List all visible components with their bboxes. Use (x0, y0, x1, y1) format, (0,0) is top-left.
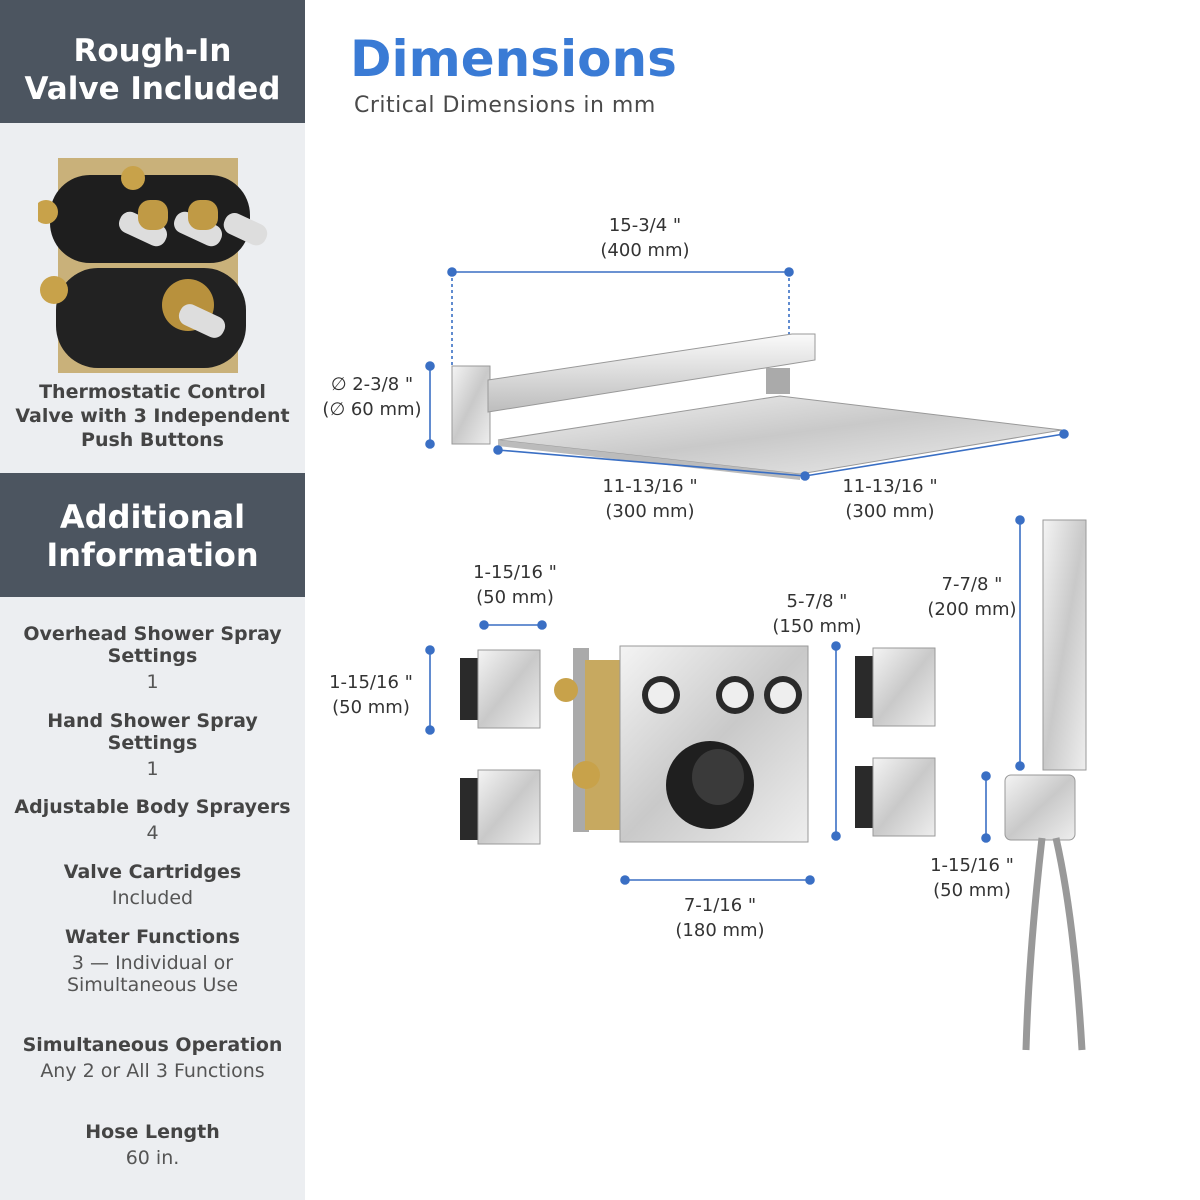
info-valve-cartridges: Valve Cartridges Included (0, 861, 305, 909)
info-overhead-spray: Overhead Shower Spray Settings 1 (0, 623, 305, 693)
dim-arm-length: 15-3/4 " (400 mm) (570, 213, 720, 263)
additional-info-heading-line1: Additional (59, 498, 246, 536)
dim-mm: (50 mm) (332, 697, 410, 718)
info-value: 3 — Individual or (71, 952, 234, 974)
dimension-lines (425, 267, 1069, 885)
dim-mm: (∅ 60 mm) (322, 399, 422, 420)
info-value: 1 (146, 671, 159, 693)
sidebar: Rough-In Valve Included Thermostatic Con… (0, 0, 305, 1200)
info-value: Any 2 or All 3 Functions (40, 1060, 265, 1082)
dim-mm: (150 mm) (772, 616, 862, 637)
dim-inch: 5-7/8 " (786, 591, 848, 612)
dim-plate-width: 7-1/16 " (180 mm) (650, 893, 790, 943)
info-label: Hand Shower Spray (47, 710, 258, 732)
valve-caption-line3: Push Buttons (81, 429, 224, 451)
dim-mm: (180 mm) (675, 920, 765, 941)
valve-caption-line1: Thermostatic Control (39, 381, 266, 403)
page-subtitle: Critical Dimensions in mm (354, 93, 656, 118)
dim-mm: (400 mm) (600, 240, 690, 261)
dim-inch: 15-3/4 " (608, 215, 682, 236)
dim-mm: (50 mm) (933, 880, 1011, 901)
rough-in-heading-line2: Valve Included (24, 71, 281, 107)
info-label: Settings (107, 645, 198, 667)
info-body-sprayers: Adjustable Body Sprayers 4 (0, 796, 305, 844)
dim-inch: 1-15/16 " (473, 562, 557, 583)
rain-shower-head (451, 333, 1063, 480)
info-label: Overhead Shower Spray (23, 623, 282, 645)
info-value: Included (111, 887, 194, 909)
info-label: Simultaneous Operation (22, 1034, 283, 1056)
dim-inch: 1-15/16 " (329, 672, 413, 693)
additional-info-heading-line2: Information (46, 536, 259, 574)
info-hose-length: Hose Length 60 in. (0, 1121, 305, 1169)
dim-jet-height: 1-15/16 " (50 mm) (308, 670, 434, 720)
info-value: Simultaneous Use (66, 974, 239, 996)
rough-in-heading-line1: Rough-In (73, 33, 232, 69)
dim-mm: (300 mm) (605, 501, 695, 522)
dim-line-head-width (497, 449, 806, 477)
dim-inch: 1-15/16 " (930, 855, 1014, 876)
dim-inch: 7-7/8 " (941, 574, 1003, 595)
dim-inch: ∅ 2-3/8 " (330, 374, 414, 395)
dim-inch: 11-13/16 " (602, 476, 698, 497)
body-jet-bottom-right (855, 757, 936, 837)
dim-inch: 11-13/16 " (842, 476, 938, 497)
valve-trim (554, 645, 809, 843)
dim-jet-width: 1-15/16 " (50 mm) (450, 560, 580, 610)
info-simultaneous-operation: Simultaneous Operation Any 2 or All 3 Fu… (0, 1034, 305, 1082)
info-label: Valve Cartridges (63, 861, 242, 883)
body-jet-top-right (855, 647, 936, 727)
dim-head-width: 11-13/16 " (300 mm) (580, 474, 720, 524)
info-value: 1 (146, 758, 159, 780)
dim-head-depth: 11-13/16 " (300 mm) (820, 474, 960, 524)
page-title: Dimensions (350, 30, 677, 88)
info-label: Hose Length (85, 1121, 220, 1143)
dim-line-head-depth (804, 433, 1065, 477)
info-water-functions: Water Functions 3 — Individual or Simult… (0, 926, 305, 996)
rough-in-heading: Rough-In Valve Included (0, 0, 305, 123)
additional-info-heading: Additional Information (0, 473, 305, 597)
valve-caption: Thermostatic Control Valve with 3 Indepe… (0, 380, 305, 452)
valve-caption-line2: Valve with 3 Independent (15, 405, 290, 427)
dim-holder-height: 1-15/16 " (50 mm) (908, 853, 1036, 903)
dim-inch: 7-1/16 " (683, 895, 757, 916)
dim-mm: (300 mm) (845, 501, 935, 522)
info-label: Water Functions (65, 926, 240, 948)
rough-in-valve-image (38, 158, 268, 373)
info-value: 60 in. (125, 1147, 180, 1169)
info-value: 4 (146, 822, 159, 844)
hand-shower (1004, 519, 1087, 1051)
dim-flange-dia: ∅ 2-3/8 " (∅ 60 mm) (312, 372, 432, 422)
info-label: Adjustable Body Sprayers (14, 796, 291, 818)
body-jet-top-left (460, 649, 541, 729)
info-label: Settings (107, 732, 198, 754)
dim-mm: (200 mm) (927, 599, 1017, 620)
info-hand-spray: Hand Shower Spray Settings 1 (0, 710, 305, 780)
body-jet-bottom-left (460, 769, 541, 845)
dim-handheld-length: 7-7/8 " (200 mm) (912, 572, 1032, 622)
dim-mm: (50 mm) (476, 587, 554, 608)
dim-plate-height: 5-7/8 " (150 mm) (752, 589, 882, 639)
